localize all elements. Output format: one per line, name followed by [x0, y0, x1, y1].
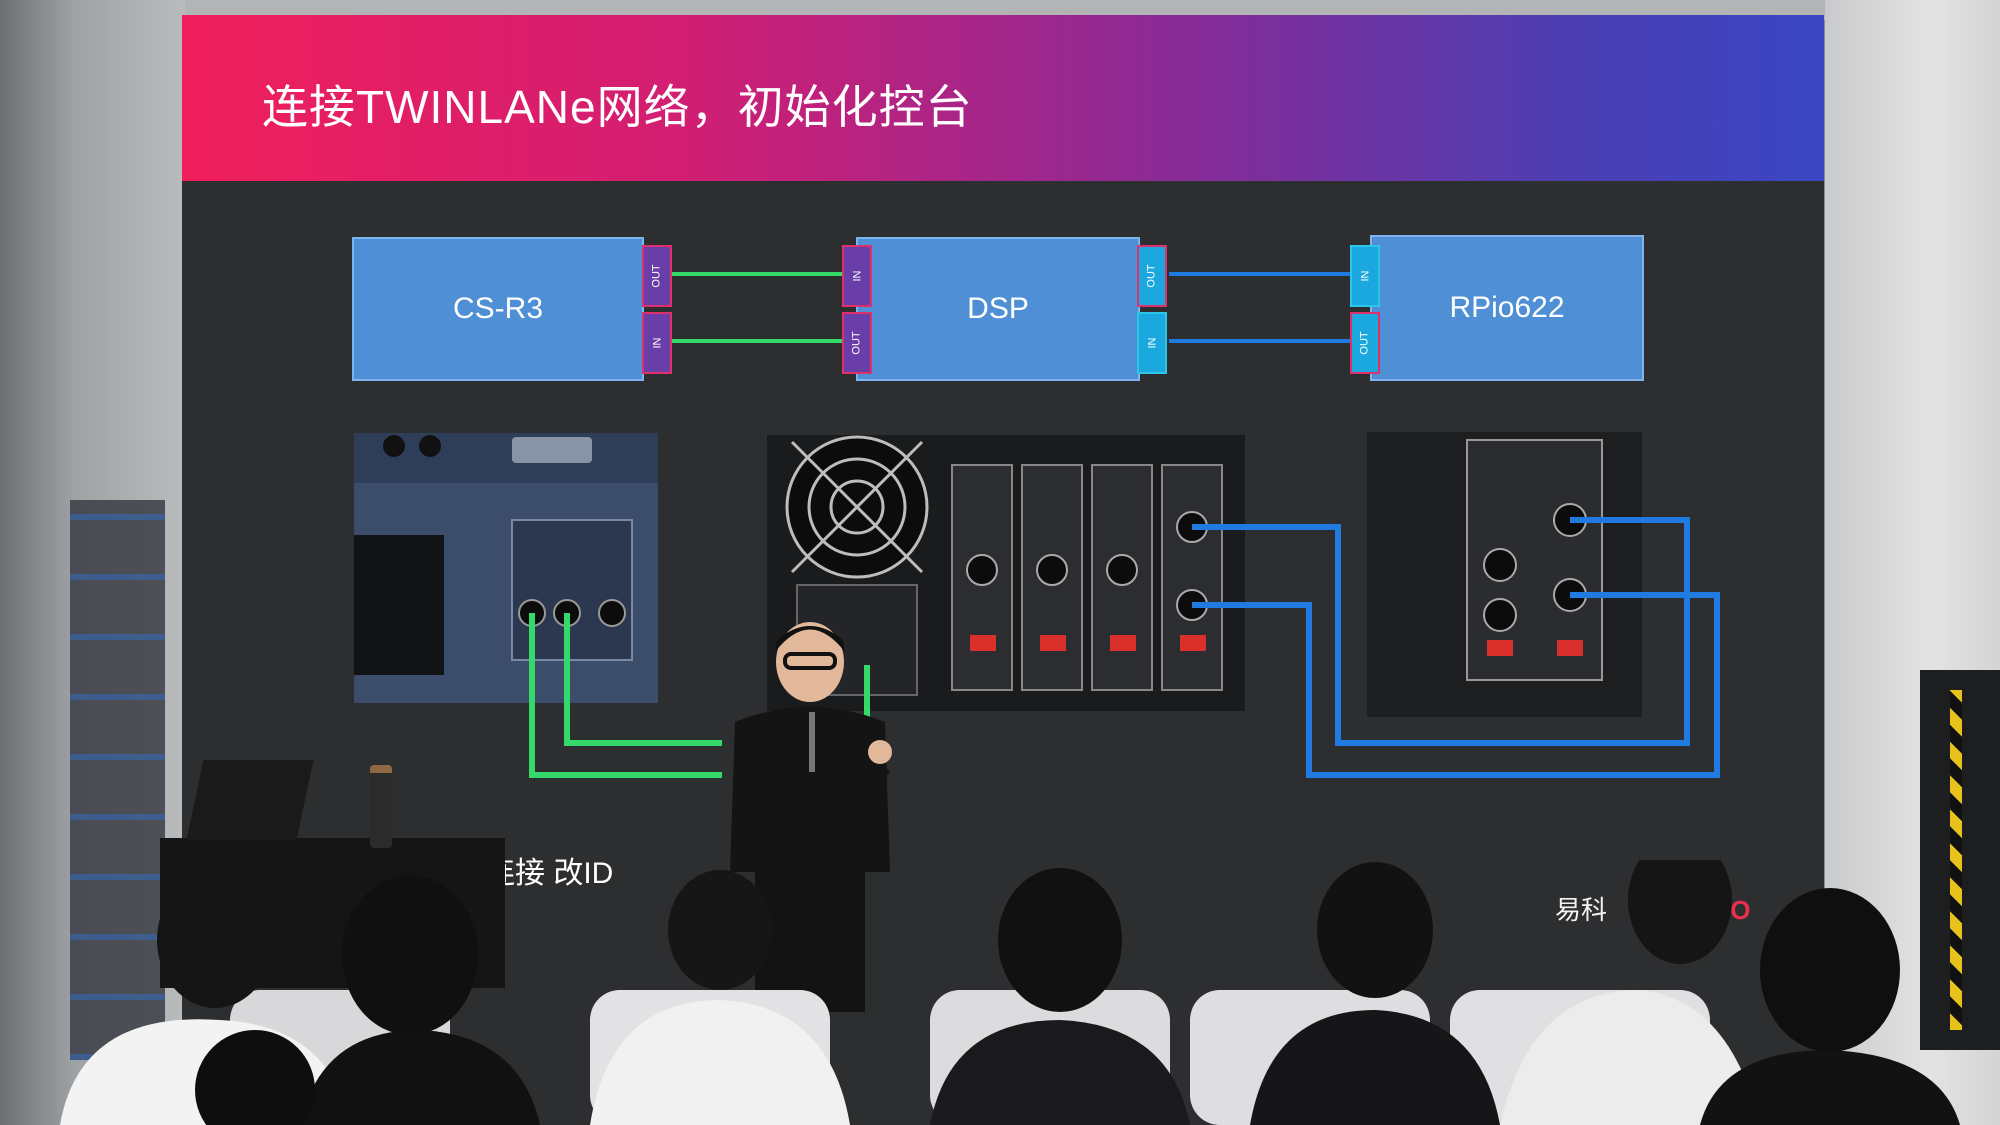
device-cs-r3: CS-R3 [352, 237, 644, 381]
port-rpio-in: IN [1350, 245, 1380, 307]
port-label: OUT [1358, 331, 1371, 355]
green-cable-b [564, 613, 722, 746]
port-label: OUT [650, 264, 663, 288]
device-rpio622: RPio622 [1370, 235, 1644, 381]
console-rear-photo [354, 433, 658, 703]
rpio-photo [1367, 432, 1642, 717]
port-label: OUT [1145, 264, 1158, 288]
device-label-cs-r3: CS-R3 [452, 292, 543, 325]
port-label: IN [851, 270, 863, 282]
port-dsp-out-right: OUT [1137, 245, 1167, 307]
laptop [186, 760, 314, 840]
thermos-bottle [370, 765, 392, 848]
port-label: IN [651, 337, 663, 349]
equipment-rack [1920, 670, 2000, 1050]
port-cs-r3-out: OUT [642, 245, 672, 307]
logo-text-left: 易科 [1555, 895, 1608, 925]
audience [60, 860, 1960, 1125]
port-cs-r3-in: IN [642, 312, 672, 374]
port-dsp-in-right: IN [1137, 312, 1167, 374]
dsp-rack-photo [767, 435, 1245, 711]
title-banner: 连接TWINLANe网络，初始化控台 [182, 15, 1824, 181]
brand-logo: 易科 RO [1555, 890, 1750, 927]
blue-cable-b [1192, 592, 1720, 778]
port-label: IN [1359, 270, 1371, 282]
green-cable-a [529, 613, 722, 778]
presenter-figure [730, 622, 892, 1012]
storage-shelf [70, 500, 165, 1060]
network-diagram [354, 272, 1720, 778]
port-label: OUT [850, 331, 863, 355]
port-dsp-out-left: OUT [842, 312, 872, 374]
port-rpio-out: OUT [1350, 312, 1380, 374]
blue-cable-a [1192, 517, 1690, 746]
device-dsp: DSP [856, 237, 1140, 381]
device-label-rpio622: RPio622 [1449, 291, 1565, 324]
port-dsp-in-left: IN [842, 245, 872, 307]
device-label-dsp: DSP [967, 292, 1029, 325]
slide-title: 连接TWINLANe网络，初始化控台 [262, 81, 973, 133]
port-label: IN [1146, 337, 1158, 349]
hazard-stripe [1950, 690, 1962, 1030]
